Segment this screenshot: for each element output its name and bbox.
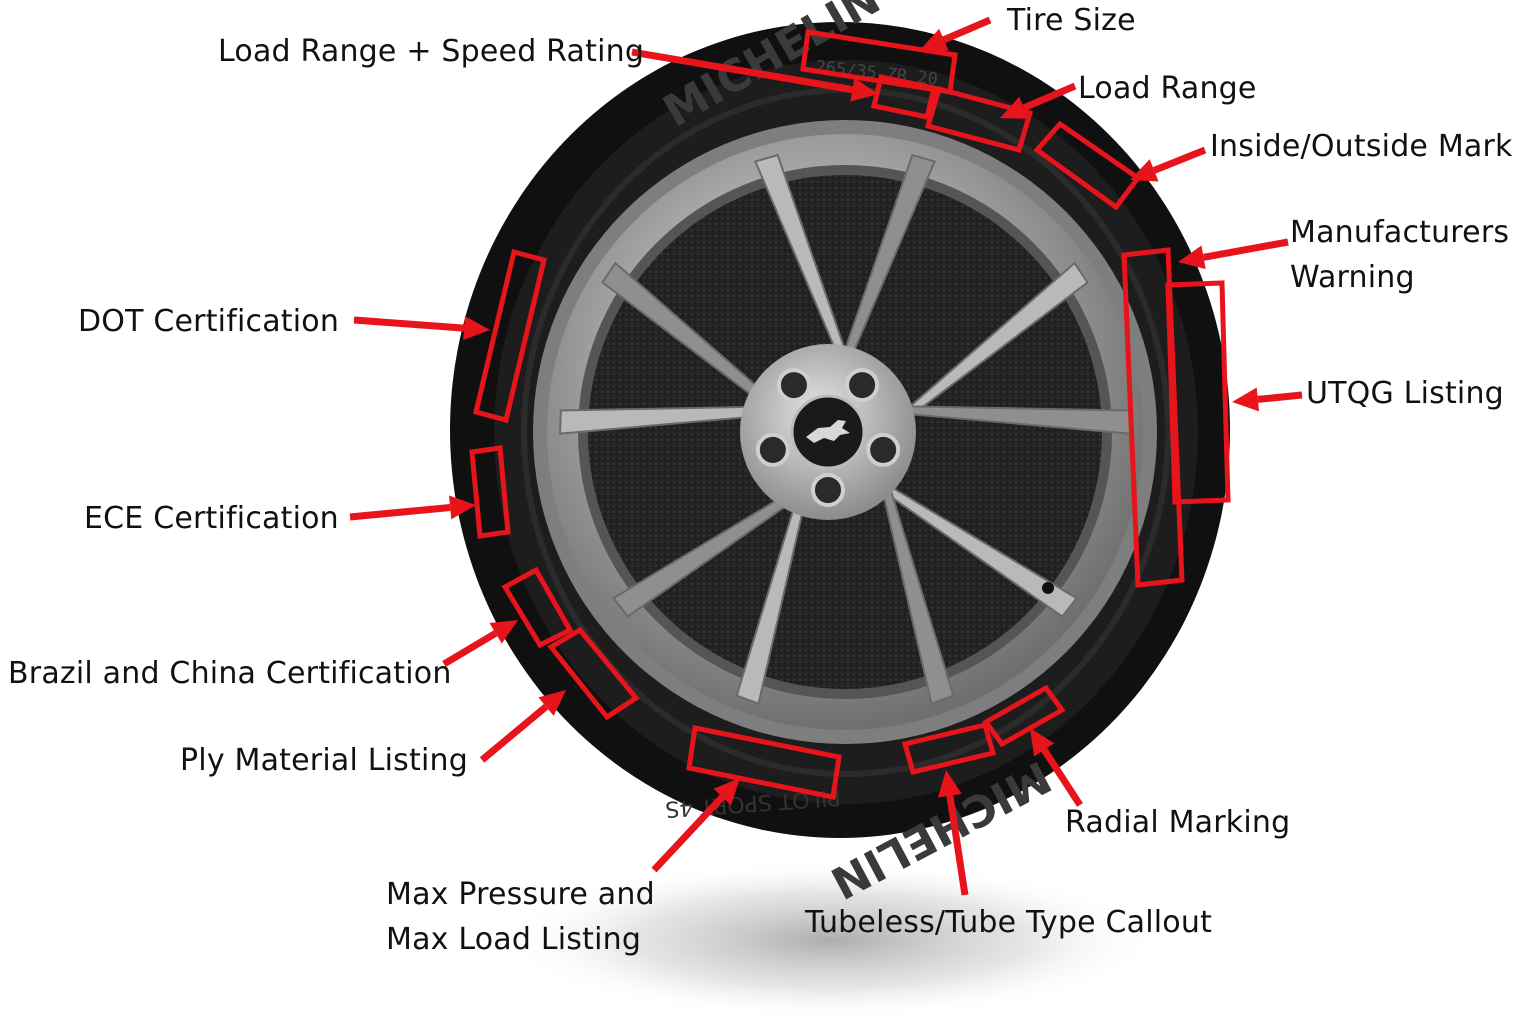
lug-nut: [866, 432, 901, 467]
arrow-ply: [479, 690, 566, 763]
pony-emblem-icon: [806, 420, 850, 443]
arrow-mfr-warning: [1178, 238, 1289, 270]
label-dot-certification: DOT Certification: [78, 304, 340, 339]
label-radial-marking: Radial Marking: [1065, 805, 1291, 840]
lug-nuts: [755, 368, 901, 507]
box-utqg: [1165, 280, 1231, 505]
box-max-pressure: [686, 725, 842, 800]
box-ply: [547, 626, 640, 721]
box-load-range: [924, 85, 1034, 154]
arrow-ece: [349, 495, 476, 521]
wheel-rim: [533, 120, 1157, 744]
label-load-speed-rating: Load Range + Speed Rating: [218, 34, 645, 69]
label-inside-outside-mark: Inside/Outside Mark: [1210, 129, 1513, 164]
box-load-speed: [870, 74, 938, 120]
label-tire-size: Tire Size: [1007, 3, 1136, 38]
callout-arrows: [349, 16, 1303, 896]
arrow-load-speed: [631, 48, 878, 102]
box-mfr-warning: [1121, 247, 1185, 588]
box-brazil-china: [501, 566, 574, 649]
label-load-range: Load Range: [1078, 71, 1257, 106]
lug-nut: [811, 473, 845, 507]
label-brazil-china-certification: Brazil and China Certification: [8, 656, 452, 691]
label-utqg-listing: UTQG Listing: [1306, 376, 1504, 411]
label-ece-certification: ECE Certification: [84, 501, 339, 536]
arrow-inside-outside: [1130, 146, 1207, 182]
arrow-tubeless: [938, 770, 969, 896]
callout-boxes: [469, 29, 1231, 800]
arrow-load-range: [1000, 82, 1077, 119]
box-dot: [473, 248, 547, 424]
arrow-max-pressure: [651, 778, 740, 873]
arrow-dot: [353, 316, 490, 341]
box-inside-outside: [1033, 120, 1142, 211]
arrow-radial: [1030, 728, 1083, 807]
lug-nut: [845, 368, 880, 403]
label-tubeless-tube-type: Tubeless/Tube Type Callout: [805, 905, 1213, 940]
ground-shadow: [500, 860, 1160, 1016]
box-radial: [982, 684, 1066, 748]
arrow-utqg: [1232, 387, 1303, 412]
arrow-brazil-china: [442, 620, 518, 668]
label-ply-material-listing: Ply Material Listing: [180, 743, 468, 778]
lug-nut: [776, 368, 811, 403]
arrow-tire-size: [920, 16, 992, 51]
valve-stem: [1042, 582, 1054, 594]
box-ece: [469, 445, 511, 539]
box-tubeless: [901, 722, 997, 775]
lug-nut: [755, 432, 790, 467]
